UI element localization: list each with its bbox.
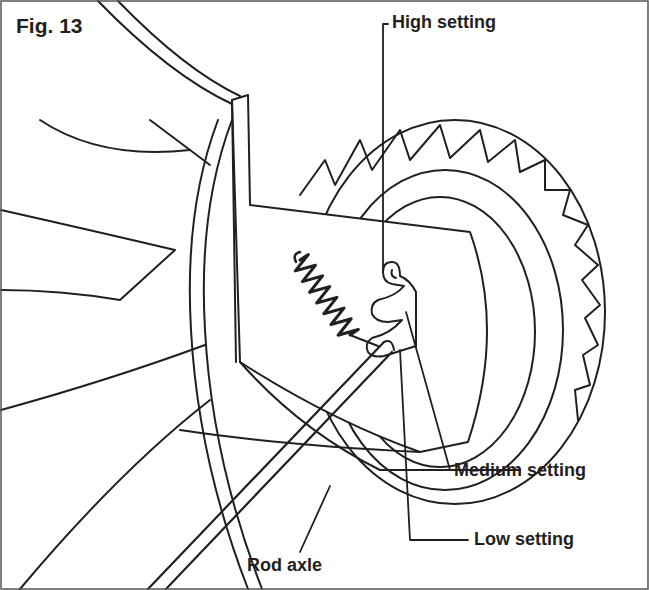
rod-end xyxy=(384,341,394,350)
deck-rim xyxy=(98,1,232,104)
bracket-plate xyxy=(232,95,487,452)
leader-line xyxy=(406,312,450,470)
notch-hook xyxy=(392,270,397,278)
deck-vent xyxy=(1,210,175,300)
spring xyxy=(295,255,358,336)
part-label: High setting xyxy=(392,13,496,33)
rod-axle xyxy=(148,342,384,589)
leader-line xyxy=(400,350,468,540)
deck-rib xyxy=(20,400,210,589)
deck-rib xyxy=(40,120,190,152)
deck-rim xyxy=(118,1,240,96)
part-label: Medium setting xyxy=(454,461,586,481)
deck-edge xyxy=(240,362,520,470)
plate-edge xyxy=(232,100,236,362)
leader-line xyxy=(383,24,388,272)
height-notches xyxy=(367,262,416,357)
spring-wire xyxy=(350,335,378,346)
rod-axle xyxy=(166,352,392,589)
deck-rib xyxy=(1,345,205,410)
figure-number: Fig. 13 xyxy=(16,14,83,37)
deck-rib xyxy=(150,120,210,165)
spring-hook xyxy=(295,252,300,262)
leader-line xyxy=(300,486,330,552)
part-label: Low setting xyxy=(474,530,574,550)
part-label: Rod axle xyxy=(247,556,322,576)
